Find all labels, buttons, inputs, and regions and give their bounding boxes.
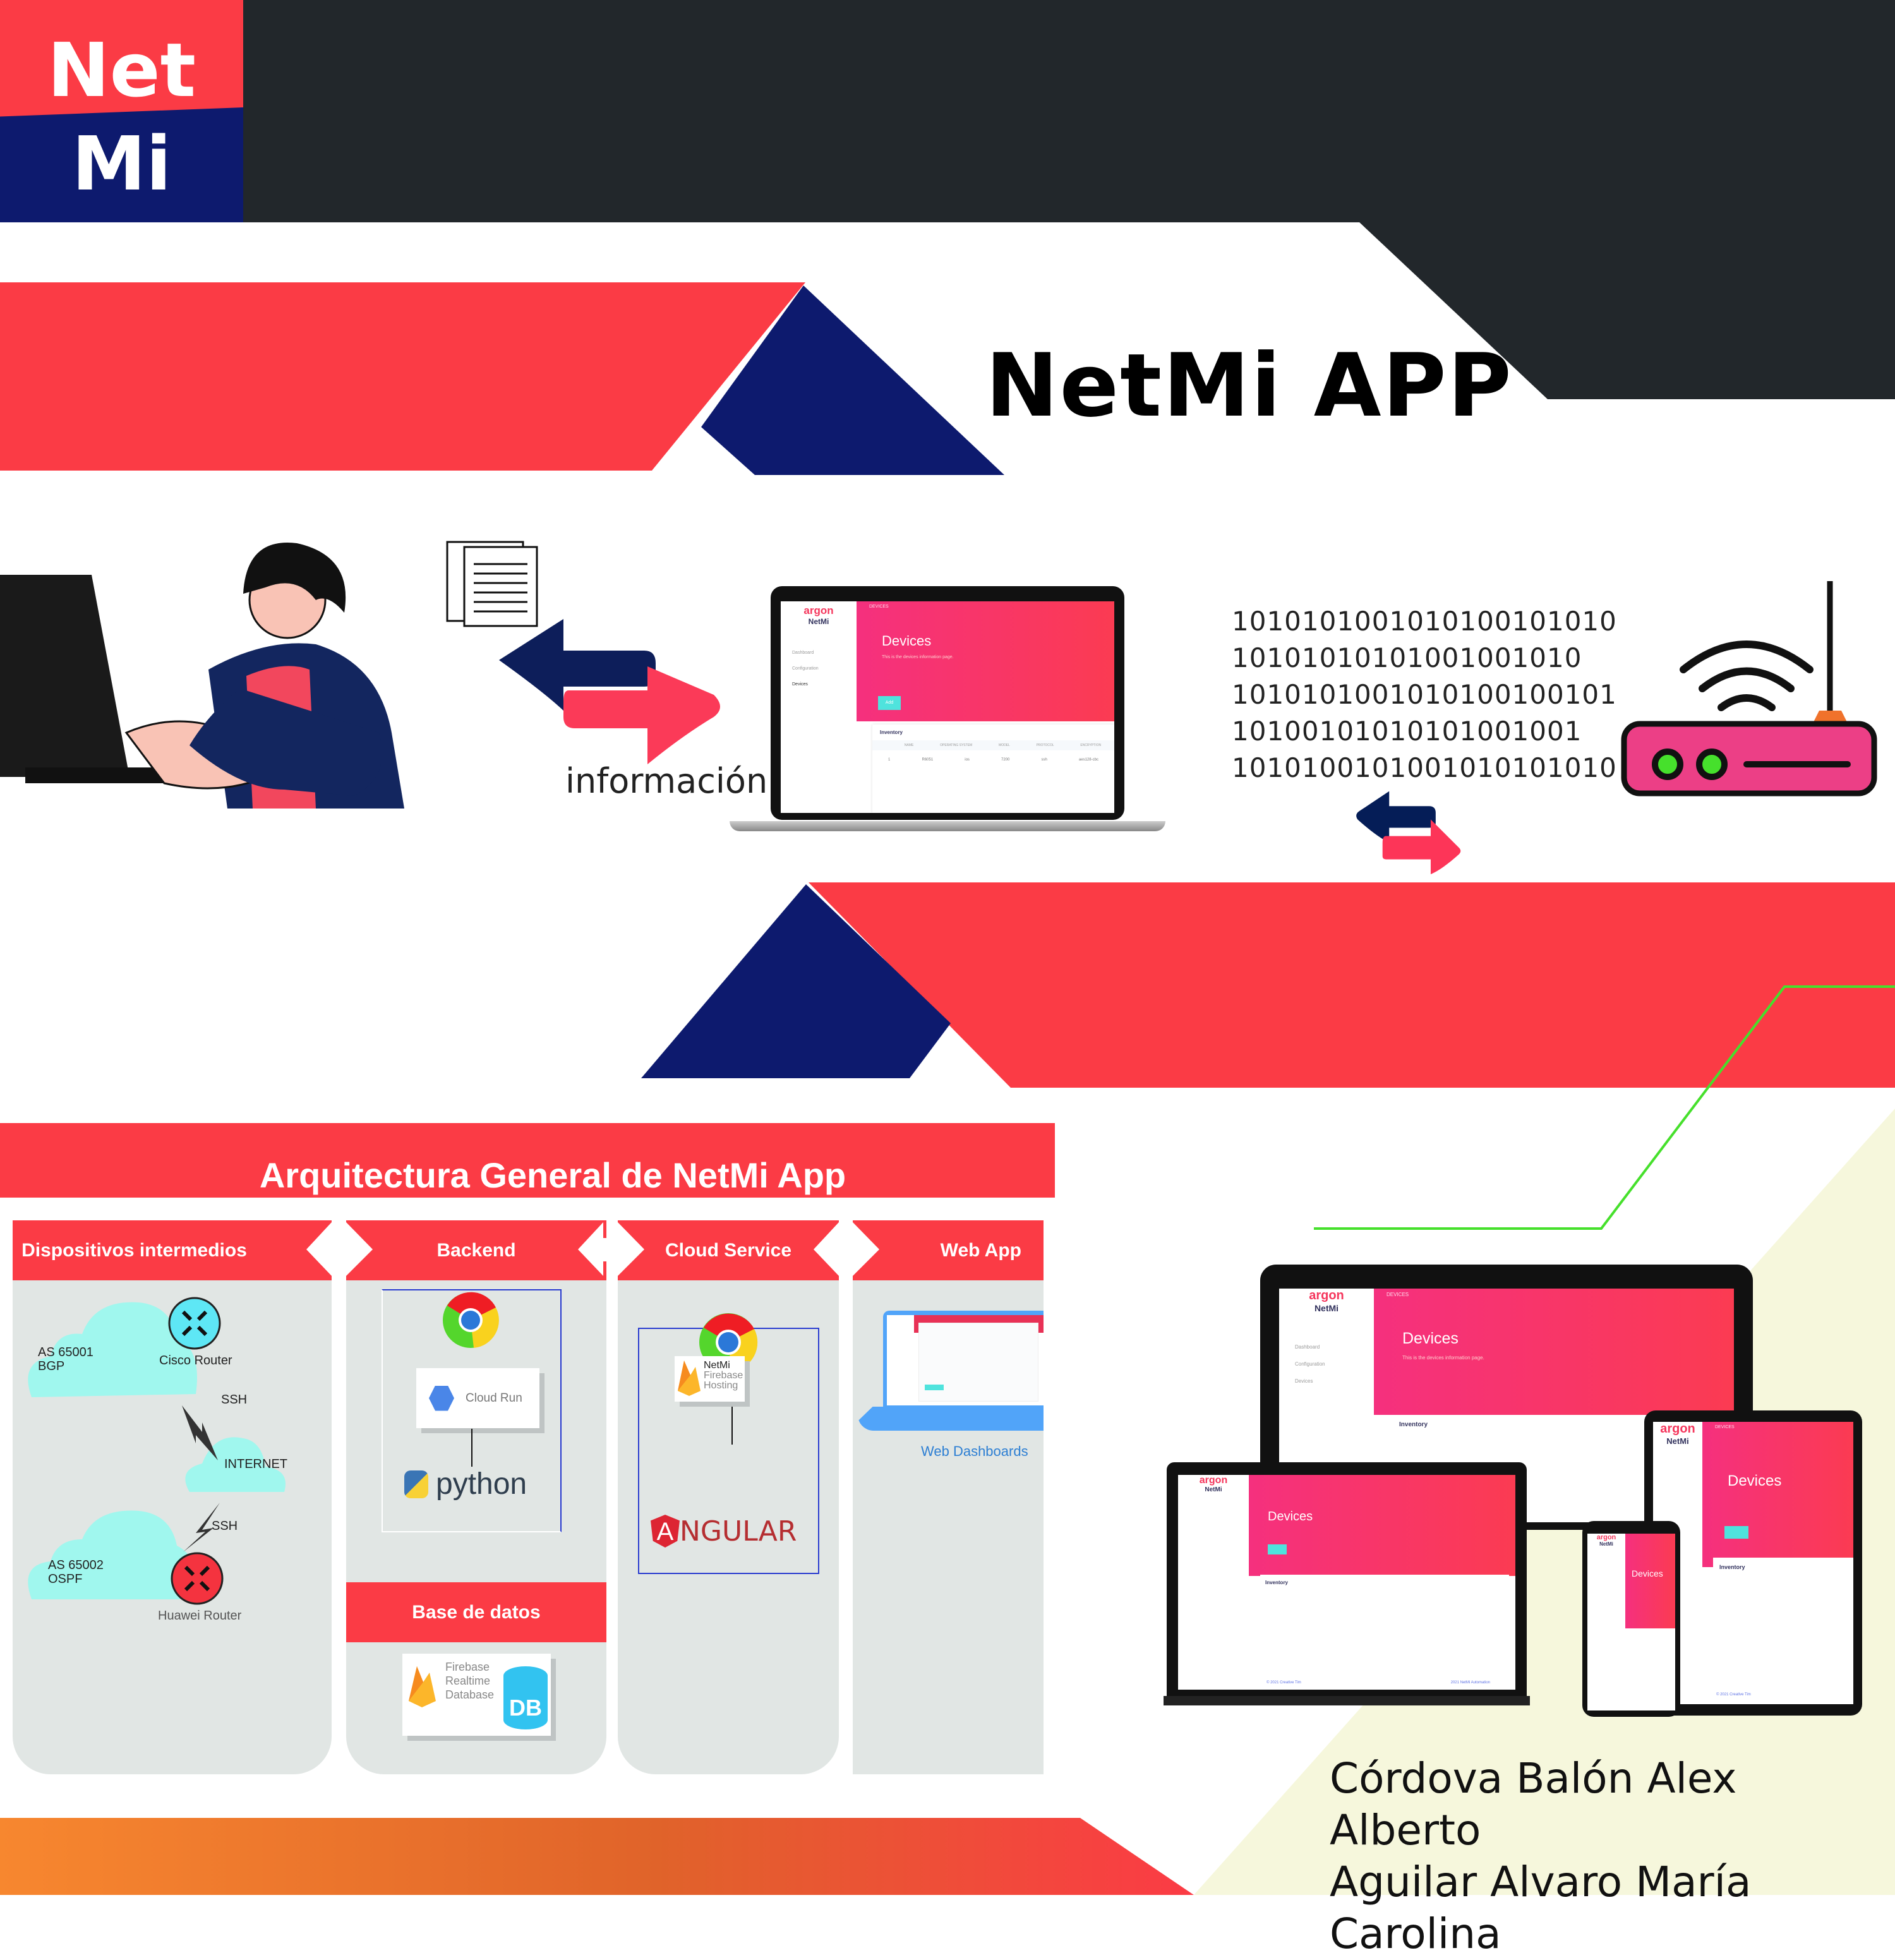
firebase-icon-2: [678, 1361, 701, 1396]
devices-heading: Devices: [882, 633, 932, 649]
network-diagram: [28, 1297, 286, 1605]
documents-icon: [446, 541, 538, 627]
laptop-device: argon NetMi Dashboard Configuration Devi…: [730, 586, 1165, 831]
backend-container: [382, 1289, 562, 1532]
db-badge: DB: [503, 1666, 548, 1729]
architecture-title: Arquitectura General de NetMi App: [259, 1155, 846, 1195]
logo-net: Net: [47, 27, 196, 114]
app-name: NetMi: [808, 617, 829, 626]
python-logo: python: [404, 1467, 527, 1501]
angular-logo: A NGULAR: [651, 1515, 797, 1548]
argon-brand: argon: [803, 604, 834, 616]
exchange-arrows-icon: [499, 619, 720, 764]
huawei-router-icon: [171, 1552, 224, 1605]
dark-wedge: [1358, 221, 1895, 399]
cloud-run-card: Cloud Run: [416, 1368, 539, 1428]
add-button[interactable]: Add: [878, 696, 901, 710]
top-red-band: [0, 282, 805, 471]
python-icon: [404, 1470, 428, 1498]
data-exchange-arrows-icon: [1356, 791, 1461, 875]
nav-devices[interactable]: Devices: [792, 682, 808, 687]
web-dashboards-caption: Web Dashboards: [921, 1443, 1028, 1459]
internet-label: INTERNET: [224, 1457, 287, 1471]
nav-configuration[interactable]: Configuration: [792, 666, 819, 671]
mid-navy-triangle: [641, 884, 951, 1078]
devices-subheading: This is the devices information page.: [882, 655, 954, 659]
cisco-router-label: Cisco Router: [159, 1354, 232, 1368]
huawei-router-label: Huawei Router: [158, 1609, 242, 1623]
netmi-logo: Net Mi: [0, 0, 243, 222]
information-label: información: [565, 761, 768, 801]
laptop-screen: argon NetMi Dashboard Configuration Devi…: [781, 601, 1114, 813]
cloud-as65002: [28, 1510, 198, 1599]
cloud-as65001: [28, 1302, 198, 1397]
chrome-icon: [443, 1292, 499, 1348]
inventory-title: Inventory: [880, 730, 903, 735]
author-2: Aguilar Alvaro María Carolina: [1330, 1858, 1752, 1958]
author-1: Córdova Balón Alex Alberto: [1330, 1754, 1737, 1855]
column-header-webapp: Web App: [853, 1220, 1044, 1280]
top-dark-band: [0, 0, 1895, 222]
mid-red-band: [809, 882, 1895, 1088]
col-encryption: ENCRYPTION: [1080, 743, 1102, 747]
top-navy-triangle: [701, 286, 1004, 475]
flow-double-arrows: [306, 1222, 879, 1276]
angular-icon: A: [651, 1515, 680, 1548]
breadcrumb: DEVICES: [869, 604, 889, 609]
logo-mi: Mi: [71, 120, 172, 207]
page-title: NetMi APP: [985, 335, 1513, 436]
cisco-router-icon: [168, 1297, 221, 1350]
wifi-router-icon: [1621, 581, 1877, 797]
column-header-backend: Backend: [346, 1220, 606, 1280]
cloud-run-label: Cloud Run: [466, 1391, 522, 1405]
monitor-icon: [0, 575, 129, 777]
person-at-computer-illustration: [0, 543, 404, 809]
ssh-link-icon-2: [183, 1503, 220, 1552]
bottom-orange-band: [0, 1818, 1194, 1895]
authors: Córdova Balón Alex Alberto Aguilar Alvar…: [1330, 1753, 1895, 1960]
column-header-cloud: Cloud Service: [618, 1220, 839, 1280]
cloud-run-icon: [429, 1385, 454, 1411]
ssh-label-2: SSH: [212, 1519, 238, 1533]
col-os: OPERATING SYSTEM: [940, 743, 973, 747]
firebase-icon: [409, 1666, 436, 1707]
ssh-link-icon: [182, 1405, 218, 1460]
col-name: NAME: [904, 743, 914, 747]
db-header: Base de datos: [346, 1582, 606, 1642]
green-line: [1314, 985, 1895, 1230]
col-model: MODEL: [999, 743, 1010, 747]
architecture-header: Arquitectura General de NetMi App: [0, 1123, 1055, 1198]
inventory-card: Inventory NAME OPERATING SYSTEM MODEL PROTO…: [872, 724, 1114, 813]
ssh-label-1: SSH: [221, 1393, 248, 1407]
col-protocol: PROTOCOL: [1036, 743, 1054, 747]
column-header-devices: Dispositivos intermedios: [13, 1220, 332, 1280]
web-dashboard-laptop: Web Dashboards: [858, 1311, 1044, 1462]
nav-dashboard[interactable]: Dashboard: [792, 651, 814, 655]
